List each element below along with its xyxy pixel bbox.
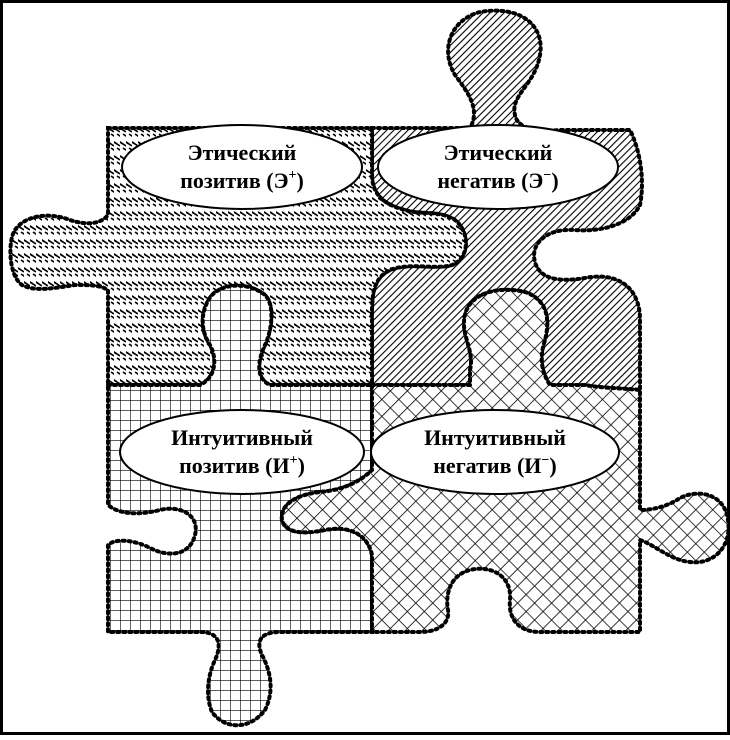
label-ethical-negative: Этический негатив (Э−) bbox=[377, 124, 619, 210]
label-intuitive-negative: Интуитивный негатив (И−) bbox=[370, 409, 620, 495]
label-intuitive-negative-line2: негатив (И−) bbox=[433, 453, 556, 478]
label-intuitive-positive-line2: позитив (И+) bbox=[179, 453, 305, 478]
label-intuitive-negative-line1: Интуитивный bbox=[424, 425, 566, 450]
label-ethical-positive-line1: Этический bbox=[188, 140, 297, 165]
label-ethical-positive-line2: позитив (Э+) bbox=[180, 168, 304, 193]
label-intuitive-positive: Интуитивный позитив (И+) bbox=[119, 409, 365, 495]
label-intuitive-positive-line1: Интуитивный bbox=[171, 425, 313, 450]
label-ethical-negative-line1: Этический bbox=[444, 140, 553, 165]
label-ethical-positive: Этический позитив (Э+) bbox=[121, 124, 363, 210]
label-ethical-negative-line2: негатив (Э−) bbox=[437, 168, 558, 193]
